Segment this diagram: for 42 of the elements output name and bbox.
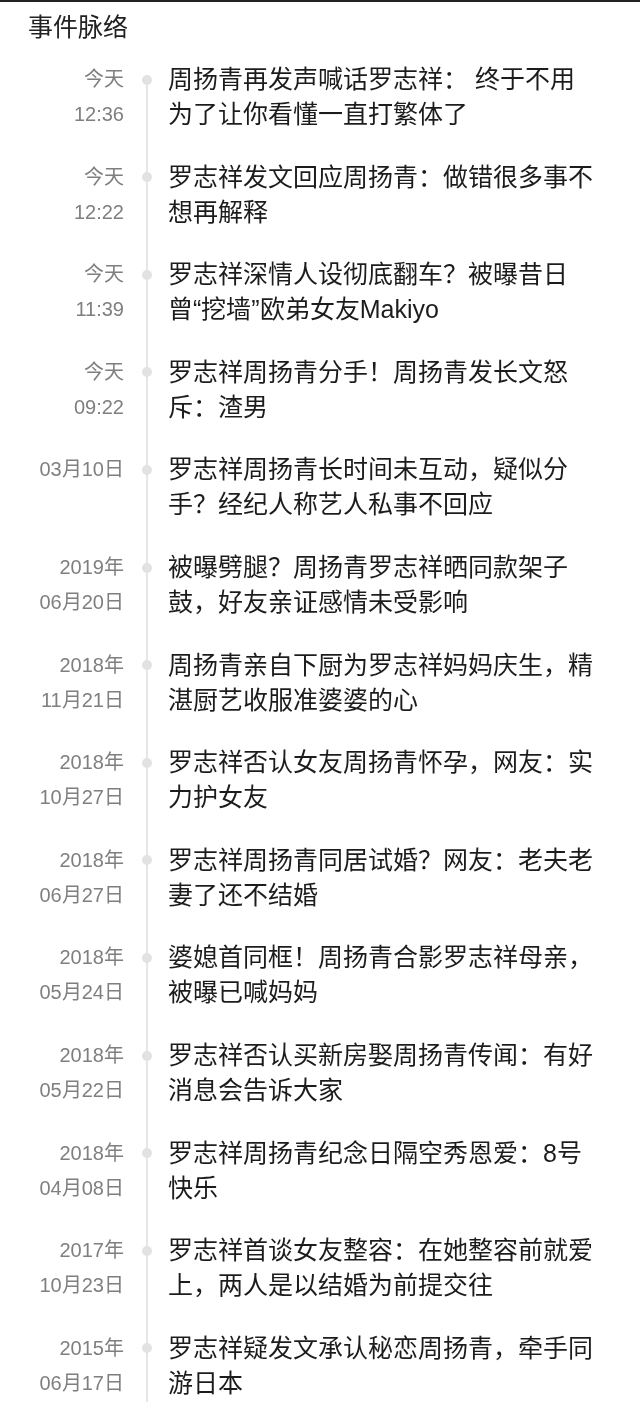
date-text: 2018年 xyxy=(59,847,124,873)
date-text: 2018年 xyxy=(59,652,124,678)
event-headline: 罗志祥周扬青纪念日隔空秀恩爱：8号快乐 xyxy=(168,1135,596,1206)
event-headline: 罗志祥否认买新房娶周扬青传闻：有好消息会告诉大家 xyxy=(168,1038,596,1108)
date-text: 06月20日 xyxy=(39,590,124,615)
event-headline: 罗志祥疑发文承认秘恋周扬青，牵手同游日本 xyxy=(168,1330,596,1401)
date-text: 05月22日 xyxy=(39,1078,124,1103)
date-text: 2018年 xyxy=(59,750,124,776)
event-headline: 罗志祥深情人设彻底翻车？被曝昔日曾“挖墙”欧弟女友Makiyo xyxy=(168,257,596,328)
date-text: 11:39 xyxy=(75,297,124,323)
event-headline: 周扬青亲自下厨为罗志祥妈妈庆生，精湛厨艺收服准婆婆的心 xyxy=(168,647,596,718)
event-headline: 罗志祥周扬青同居试婚？网友：老夫老妻了还不结婚 xyxy=(168,842,596,913)
date-text: 10月27日 xyxy=(39,785,124,811)
date-text: 今天 xyxy=(84,164,124,190)
event-headline: 罗志祥发文回应周扬青：做错很多事不想再解释 xyxy=(168,159,596,230)
date-text: 今天 xyxy=(84,67,124,92)
event-headline: 罗志祥周扬青分手！周扬青发长文怒斥：渣男 xyxy=(168,354,596,425)
date-text: 2017年 xyxy=(59,1238,124,1264)
event-headline: 婆媳首同框！周扬青合影罗志祥母亲，被曝已喊妈妈 xyxy=(168,940,596,1011)
date-text: 05月24日 xyxy=(39,980,124,1006)
date-text: 04月08日 xyxy=(39,1175,124,1201)
date-text: 09:22 xyxy=(73,394,124,420)
date-text: 2015年 xyxy=(59,1335,124,1361)
date-text: 11月21日 xyxy=(41,687,124,713)
date-text: 今天 xyxy=(84,359,124,385)
event-headline: 罗志祥首谈女友整容：在她整容前就爱上，两人是以结婚为前提交往 xyxy=(168,1233,596,1304)
event-headline: 周扬青再发声喊话罗志祥： 终于不用为了让你看懂一直打繁体了 xyxy=(168,62,596,132)
date-text: 06月17日 xyxy=(39,1370,124,1396)
date-text: 03月10日 xyxy=(39,457,124,483)
event-headline: 被曝劈腿？周扬青罗志祥晒同款架子鼓，好友亲证感情未受影响 xyxy=(168,550,596,620)
title: 事件脉络 xyxy=(28,12,128,43)
date-text: 12:22 xyxy=(73,199,124,225)
date-text: 06月27日 xyxy=(39,882,124,908)
date-text: 10月23日 xyxy=(39,1273,124,1299)
event-headline: 罗志祥否认女友周扬青怀孕，网友：实力护女友 xyxy=(168,745,596,816)
date-text: 今天 xyxy=(84,262,124,288)
date-text: 2018年 xyxy=(59,945,124,971)
event-headline: 罗志祥周扬青长时间未互动，疑似分手？经纪人称艺人私事不回应 xyxy=(168,452,596,523)
date-text: 12:36 xyxy=(73,102,124,127)
date-text: 2019年 xyxy=(59,555,124,580)
date-text: 2018年 xyxy=(59,1140,124,1166)
date-text: 2018年 xyxy=(59,1043,124,1068)
